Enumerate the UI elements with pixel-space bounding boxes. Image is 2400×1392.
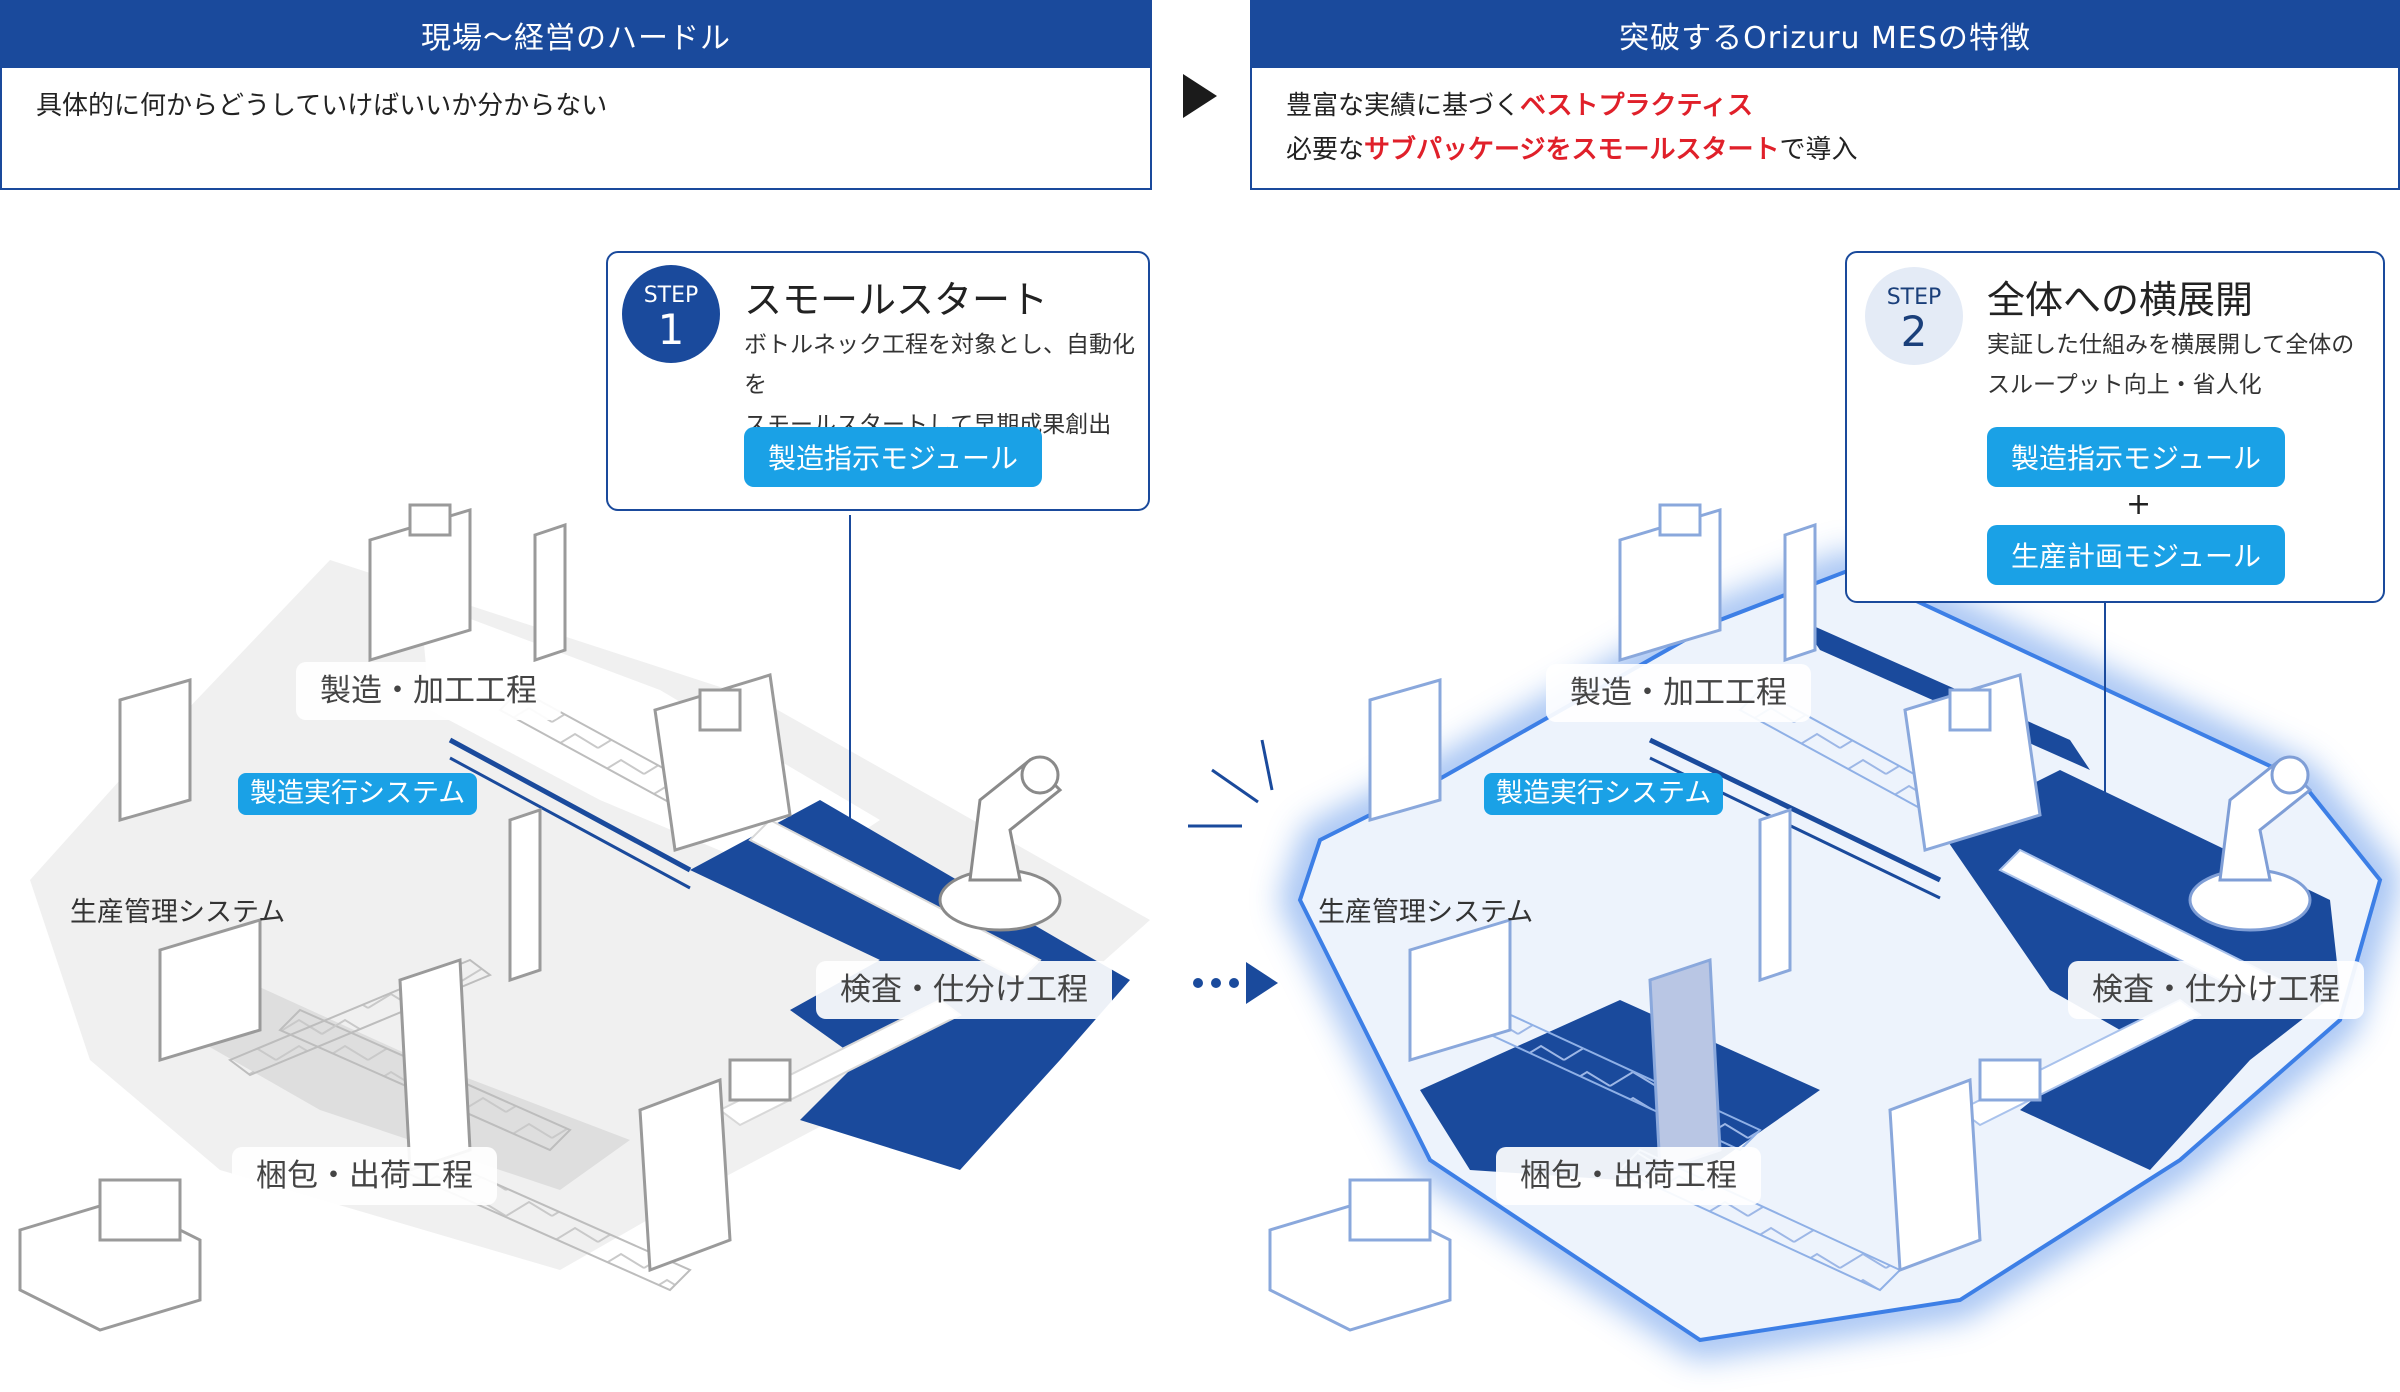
right-panel-line2: 必要なサブパッケージをスモールスタートで導入 bbox=[1286, 135, 1858, 165]
burst-lines-icon bbox=[1188, 739, 1274, 828]
right-label-packing: 梱包・出荷工程 bbox=[1496, 1147, 1761, 1205]
right-label-production-mgmt: 生産管理システム bbox=[1318, 897, 1534, 928]
right-label-inspection: 検査・仕分け工程 bbox=[2068, 961, 2364, 1019]
right-machines bbox=[1268, 503, 2042, 1332]
step1-card: STEP 1 スモールスタート ボトルネック工程を対象とし、自動化を スモールス… bbox=[606, 251, 1150, 511]
left-label-production-mgmt: 生産管理システム bbox=[70, 897, 286, 928]
left-label-inspection: 検査・仕分け工程 bbox=[816, 961, 1112, 1019]
step2-desc: 実証した仕組みを横展開して全体の スループット向上・省人化 bbox=[1987, 332, 2355, 398]
left-robot bbox=[938, 755, 1063, 932]
right-label-manufacturing: 製造・加工工程 bbox=[1546, 664, 1811, 722]
step2-module1-button[interactable]: 製造指示モジュール bbox=[1987, 427, 2285, 487]
step2-module2-button[interactable]: 生産計画モジュール bbox=[1987, 525, 2285, 585]
left-panel-title: 現場〜経営のハードル bbox=[2, 2, 1150, 68]
right-panel-line1: 豊富な実績に基づくベストプラクティス bbox=[1286, 91, 1753, 121]
right-header-panel: 突破するOrizuru MESの特徴 豊富な実績に基づくベストプラクティス 必要… bbox=[1250, 0, 2400, 190]
left-label-packing: 梱包・出荷工程 bbox=[232, 1147, 497, 1205]
right-panel-body: 豊富な実績に基づくベストプラクティス 必要なサブパッケージをスモールスタートで導… bbox=[1252, 68, 2398, 188]
left-machines bbox=[18, 503, 792, 1332]
step2-title: 全体への横展開 bbox=[1987, 278, 2254, 322]
left-label-mes: 製造実行システム bbox=[238, 773, 478, 815]
step1-module-button[interactable]: 製造指示モジュール bbox=[744, 427, 1042, 487]
right-robot bbox=[2188, 755, 2313, 932]
right-panel-title: 突破するOrizuru MESの特徴 bbox=[1252, 2, 2398, 68]
left-label-manufacturing: 製造・加工工程 bbox=[296, 662, 561, 720]
step1-title: スモールスタート bbox=[744, 278, 1049, 322]
left-panel-body: 具体的に何からどうしていけばいいか分からない bbox=[36, 91, 608, 121]
right-label-mes: 製造実行システム bbox=[1484, 773, 1724, 815]
step2-badge: STEP 2 bbox=[1865, 267, 1963, 365]
dotted-arrow-icon bbox=[1193, 962, 1278, 1004]
plus-sign: + bbox=[2126, 487, 2152, 522]
step1-badge: STEP 1 bbox=[622, 265, 720, 363]
triangle-right-arrow-icon bbox=[1183, 74, 1217, 118]
left-header-panel: 現場〜経営のハードル 具体的に何からどうしていけばいいか分からない bbox=[0, 0, 1152, 190]
step2-card: STEP 2 全体への横展開 実証した仕組みを横展開して全体の スループット向上… bbox=[1845, 251, 2385, 603]
